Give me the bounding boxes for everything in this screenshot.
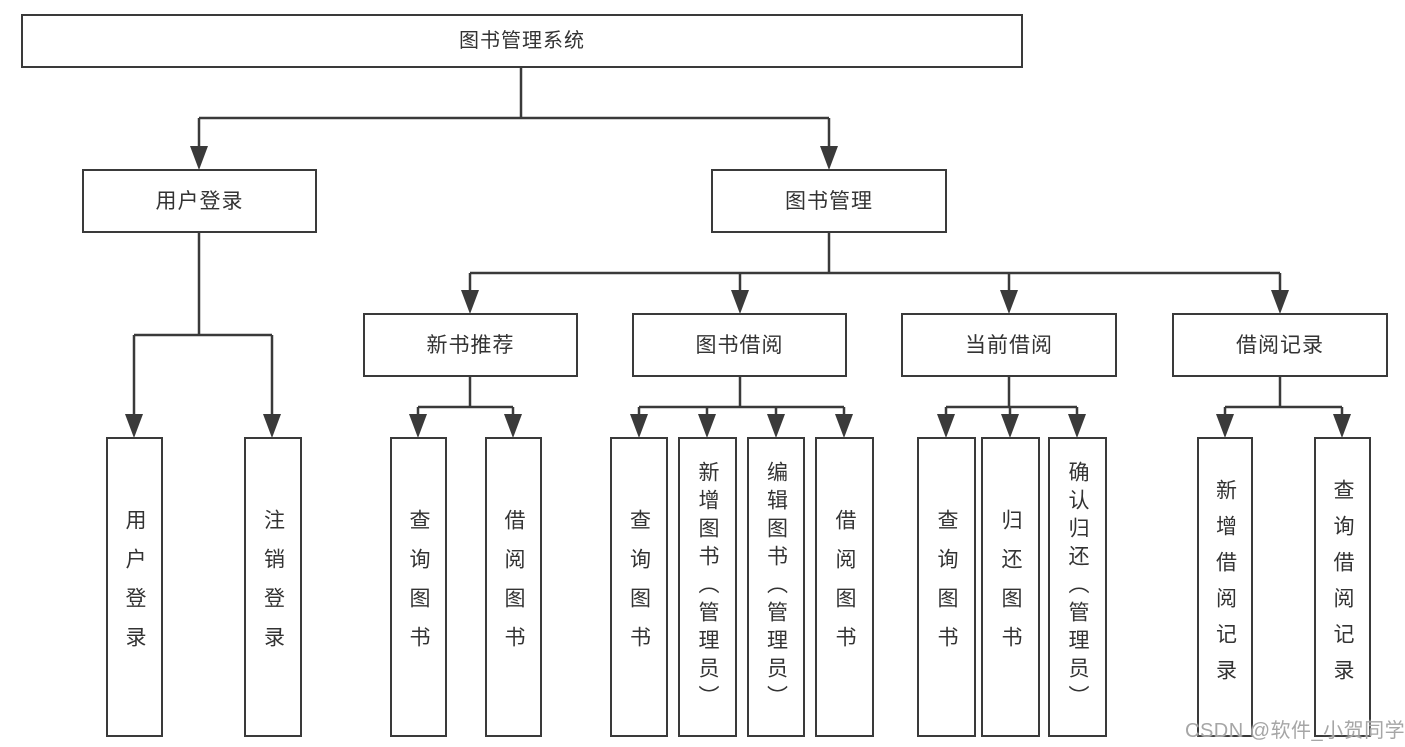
leaf-borrow-books-label: 借阅图书 (833, 509, 856, 665)
node-borrow-records-label: 借阅记录 (1236, 333, 1324, 357)
arrowhead-leaf-logout (263, 414, 281, 438)
leaf-edit-books-admin: 编辑图书（管理员） (747, 437, 805, 737)
arrowhead-leaf-query-record (1333, 414, 1351, 438)
leaf-confirm-return-admin-label: 确认归还（管理员） (1066, 461, 1089, 713)
csdn-watermark: CSDN @软件_小贺同学 (1185, 720, 1405, 742)
leaf-query-borrow-record-label: 查询借阅记录 (1331, 479, 1354, 695)
leaf-add-books-admin-label: 新增图书（管理员） (696, 461, 719, 713)
node-root: 图书管理系统 (21, 14, 1023, 68)
arrowhead-new-book-recommend (461, 290, 479, 314)
edge-current-borrow-subtree (944, 377, 1079, 416)
node-user-login-label: 用户登录 (155, 189, 244, 213)
leaf-query-books-recommend-label: 查询图书 (407, 509, 430, 665)
arrowhead-book-management (820, 146, 838, 170)
node-new-book-recommend: 新书推荐 (363, 313, 578, 377)
node-root-label: 图书管理系统 (459, 30, 585, 52)
arrowhead-leaf-borrow-books-2 (835, 414, 853, 438)
node-new-book-recommend-label: 新书推荐 (426, 333, 515, 357)
arrowhead-book-borrow (731, 290, 749, 314)
leaf-query-books-borrow-label: 查询图书 (627, 509, 651, 665)
leaf-query-borrow-record: 查询借阅记录 (1314, 437, 1371, 737)
arrowhead-leaf-edit-books (767, 414, 785, 438)
leaf-edit-books-admin-label: 编辑图书（管理员） (764, 461, 788, 713)
arrowhead-current-borrow (1000, 290, 1018, 314)
arrowhead-leaf-query-books-2 (630, 414, 648, 438)
arrowhead-leaf-add-record (1216, 414, 1234, 438)
arrowhead-leaf-borrow-books-1 (504, 414, 522, 438)
leaf-query-books-current: 查询图书 (917, 437, 976, 737)
node-book-management-label: 图书管理 (785, 189, 873, 213)
node-book-borrow: 图书借阅 (632, 313, 847, 377)
leaf-borrow-books-recommend: 借阅图书 (485, 437, 542, 737)
node-book-borrow-label: 图书借阅 (695, 333, 784, 357)
leaf-return-books-label: 归还图书 (999, 509, 1022, 665)
edge-user-login-subtree (132, 233, 274, 416)
leaf-query-books-current-label: 查询图书 (935, 509, 958, 665)
node-current-borrow: 当前借阅 (901, 313, 1117, 377)
leaf-borrow-books-recommend-label: 借阅图书 (502, 509, 525, 665)
leaf-confirm-return-admin: 确认归还（管理员） (1048, 437, 1107, 737)
arrowhead-user-login (190, 146, 208, 170)
node-book-management: 图书管理 (711, 169, 947, 233)
edge-borrow-records-subtree (1223, 377, 1344, 416)
leaf-query-books-recommend: 查询图书 (390, 437, 447, 737)
arrowhead-leaf-return-books (1001, 414, 1019, 438)
edge-book-management-to-level3 (468, 233, 1282, 292)
arrowhead-leaf-user-login (125, 414, 143, 438)
node-user-login: 用户登录 (82, 169, 317, 233)
arrowhead-leaf-confirm-return (1068, 414, 1086, 438)
edge-book-borrow-subtree (637, 377, 846, 416)
arrowhead-leaf-query-books-1 (409, 414, 427, 438)
edge-root-to-level2 (197, 68, 831, 150)
leaf-add-borrow-record: 新增借阅记录 (1197, 437, 1253, 737)
edge-new-book-recommend-subtree (416, 377, 515, 416)
leaf-add-borrow-record-label: 新增借阅记录 (1213, 479, 1237, 695)
leaf-logout: 注销登录 (244, 437, 302, 737)
arrowhead-leaf-add-books (698, 414, 716, 438)
leaf-borrow-books: 借阅图书 (815, 437, 874, 737)
node-current-borrow-label: 当前借阅 (965, 333, 1053, 357)
leaf-user-login: 用户登录 (106, 437, 163, 737)
leaf-logout-label: 注销登录 (261, 509, 285, 665)
leaf-user-login-label: 用户登录 (123, 509, 146, 665)
node-borrow-records: 借阅记录 (1172, 313, 1388, 377)
leaf-return-books: 归还图书 (981, 437, 1040, 737)
arrowhead-leaf-query-books-3 (937, 414, 955, 438)
arrowhead-borrow-records (1271, 290, 1289, 314)
leaf-query-books-borrow: 查询图书 (610, 437, 668, 737)
leaf-add-books-admin: 新增图书（管理员） (678, 437, 737, 737)
